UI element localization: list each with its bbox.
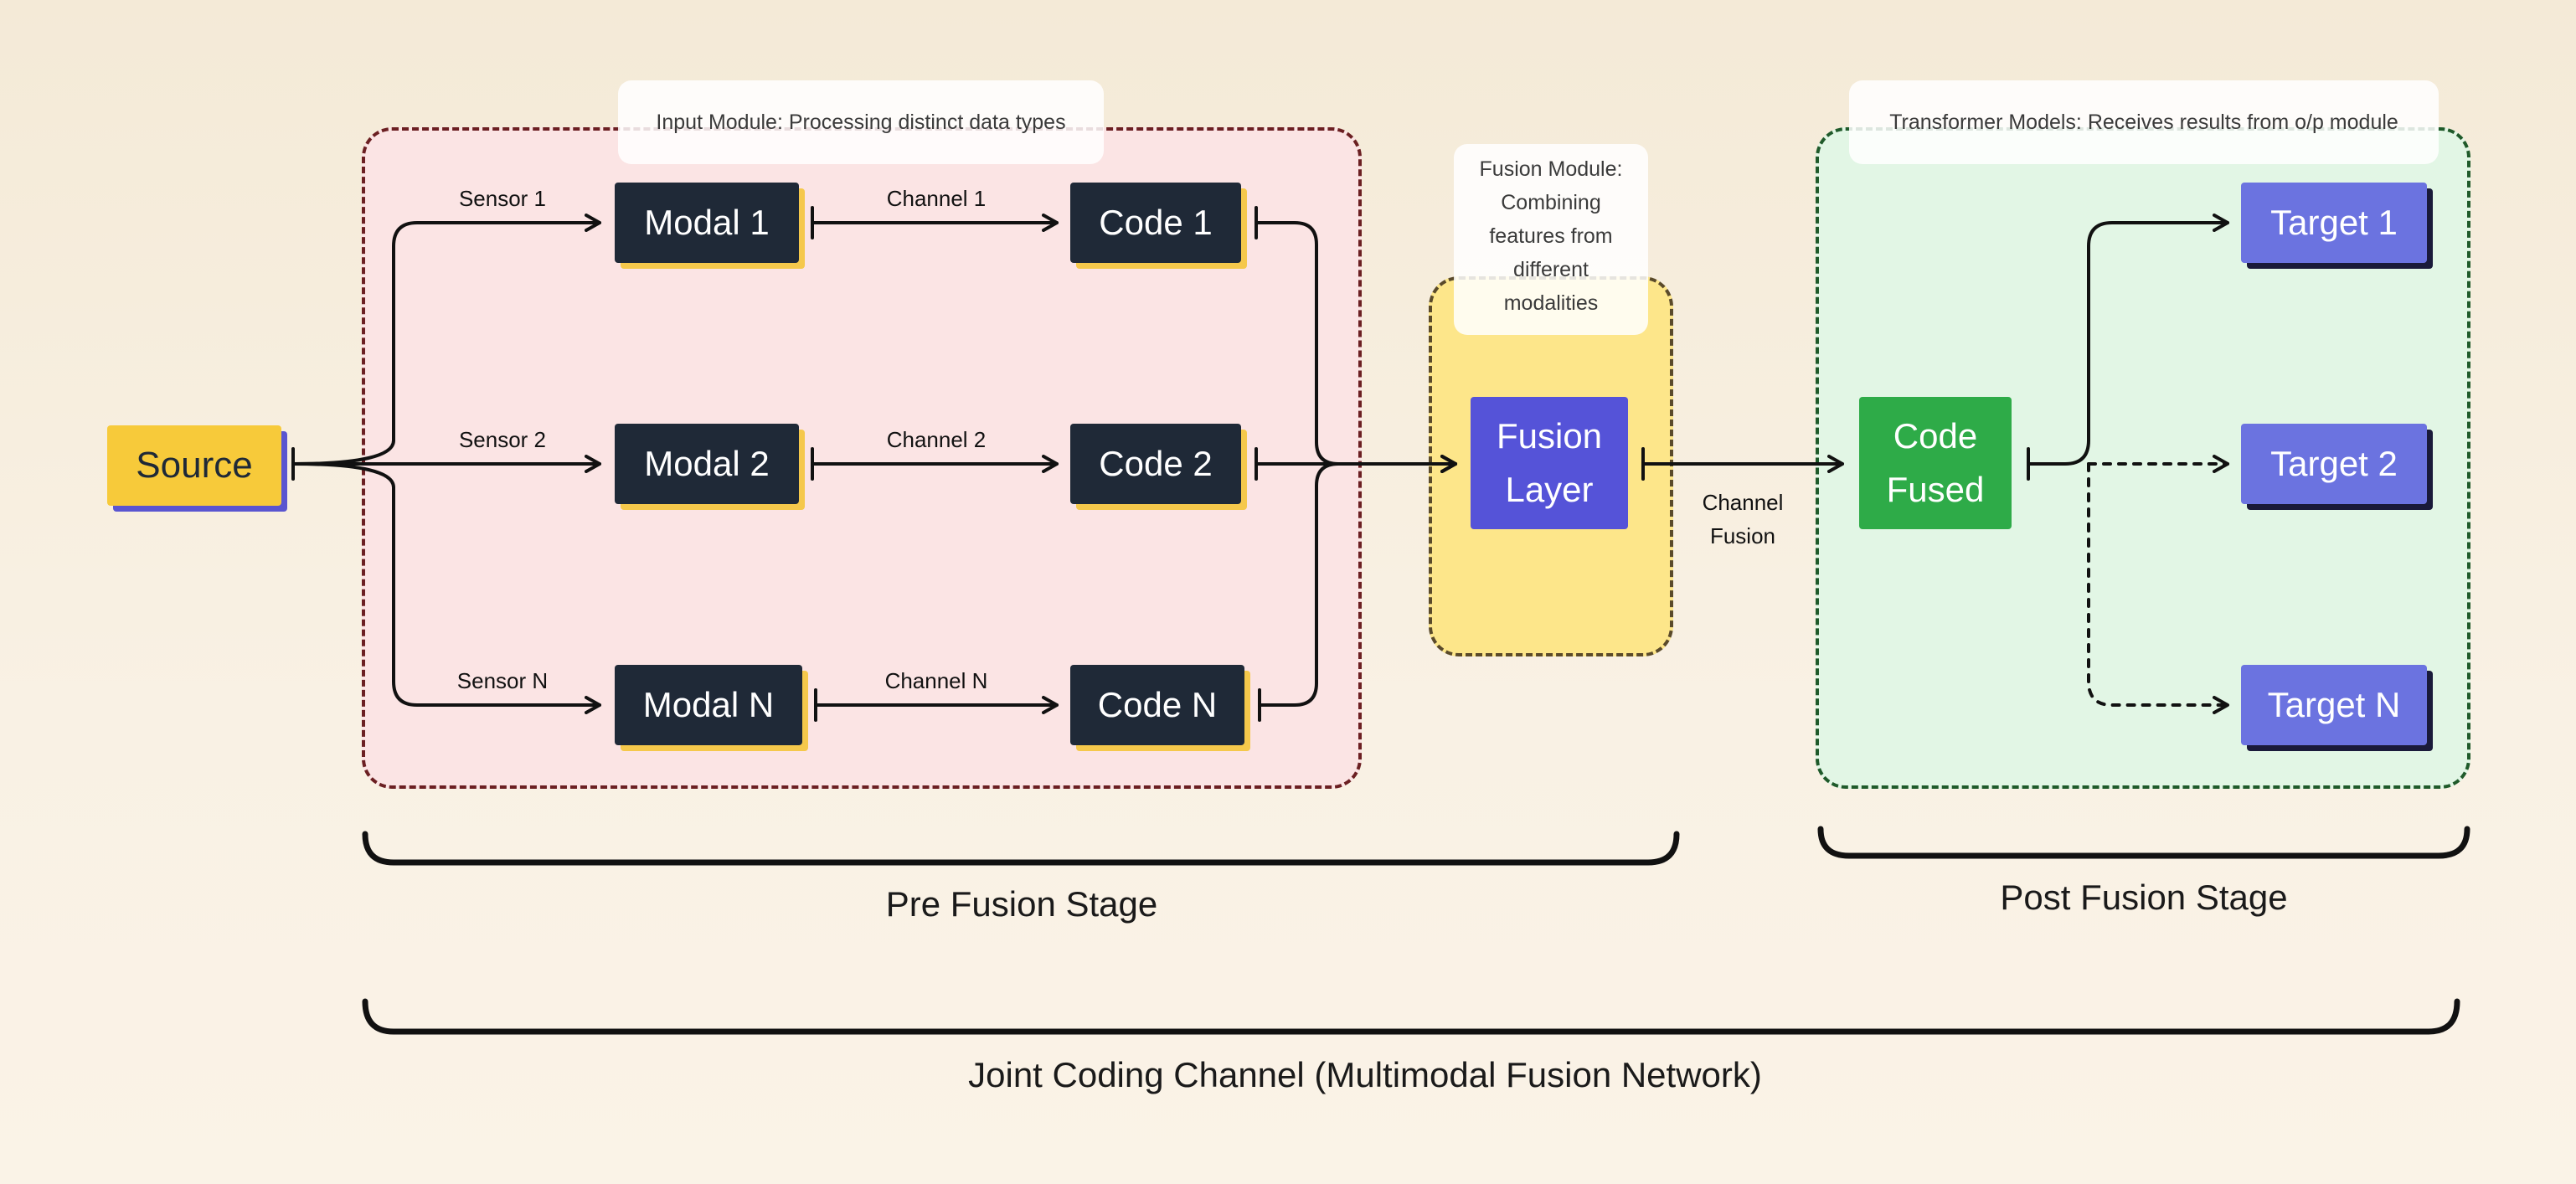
transformer-models-note: Transformer Models: Receives results fro…: [1849, 80, 2439, 164]
edge-code-1-fusion: [1255, 221, 1457, 473]
input-module-note: Input Module: Processing distinct data t…: [618, 80, 1104, 164]
pre-fusion-bracket: [362, 831, 1680, 866]
channel-2-label: Channel 2: [886, 427, 987, 452]
channel-1-label: Channel 1: [886, 186, 987, 211]
source-node[interactable]: Source: [107, 425, 281, 506]
joint-bracket: [362, 998, 2460, 1035]
sensor-n-label: Sensor N: [456, 668, 549, 693]
fusion-layer-node[interactable]: Fusion Layer: [1471, 397, 1628, 529]
edge-code-n-fusion: [1258, 455, 1457, 707]
target-2-node[interactable]: Target 2: [2241, 424, 2427, 504]
modal-n-node[interactable]: Modal N: [615, 665, 802, 745]
post-fusion-stage-label: Post Fusion Stage: [2000, 878, 2288, 917]
channel-n-label: Channel N: [884, 668, 988, 693]
joint-coding-channel-label: Joint Coding Channel (Multimodal Fusion …: [968, 1055, 1762, 1094]
sensor-1-label: Sensor 1: [458, 186, 547, 211]
target-1-node[interactable]: Target 1: [2241, 183, 2427, 263]
code-fused-node[interactable]: Code Fused: [1859, 397, 2012, 529]
edge-fused-target-1: [2027, 214, 2229, 466]
edge-fused-target-n: [2087, 462, 2229, 714]
modal-1-node[interactable]: Modal 1: [615, 183, 799, 263]
code-1-node[interactable]: Code 1: [1070, 183, 1241, 263]
sensor-2-label: Sensor 2: [458, 427, 547, 452]
modal-2-node[interactable]: Modal 2: [615, 424, 799, 504]
post-fusion-bracket: [1817, 826, 2470, 859]
edge-source-modal-1: [291, 214, 601, 466]
edge-source-modal-n: [291, 462, 601, 714]
code-2-node[interactable]: Code 2: [1070, 424, 1241, 504]
channel-fusion-label: Channel Fusion: [1702, 490, 1784, 548]
pre-fusion-stage-label: Pre Fusion Stage: [885, 884, 1158, 924]
target-n-node[interactable]: Target N: [2241, 665, 2427, 745]
fusion-module-note: Fusion Module: Combining features from d…: [1454, 144, 1648, 335]
code-n-node[interactable]: Code N: [1070, 665, 1244, 745]
